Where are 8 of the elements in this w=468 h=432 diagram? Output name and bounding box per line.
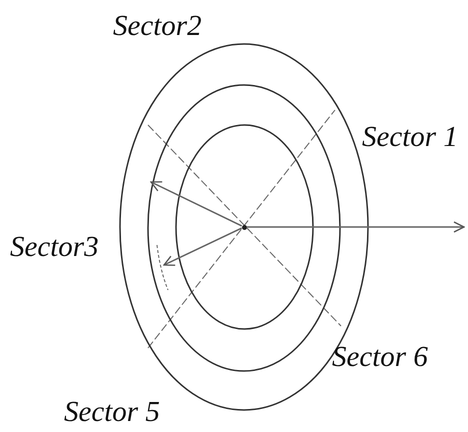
sector-label: Sector 6 [332, 343, 428, 372]
arrow [150, 181, 242, 227]
sector-label: Sector3 [10, 233, 99, 262]
sector-label: Sector 5 [64, 398, 160, 427]
arrow [163, 227, 242, 266]
sector-label: Sector 1 [362, 123, 458, 152]
sector-label: Sector2 [113, 12, 202, 41]
arrow [246, 221, 465, 233]
